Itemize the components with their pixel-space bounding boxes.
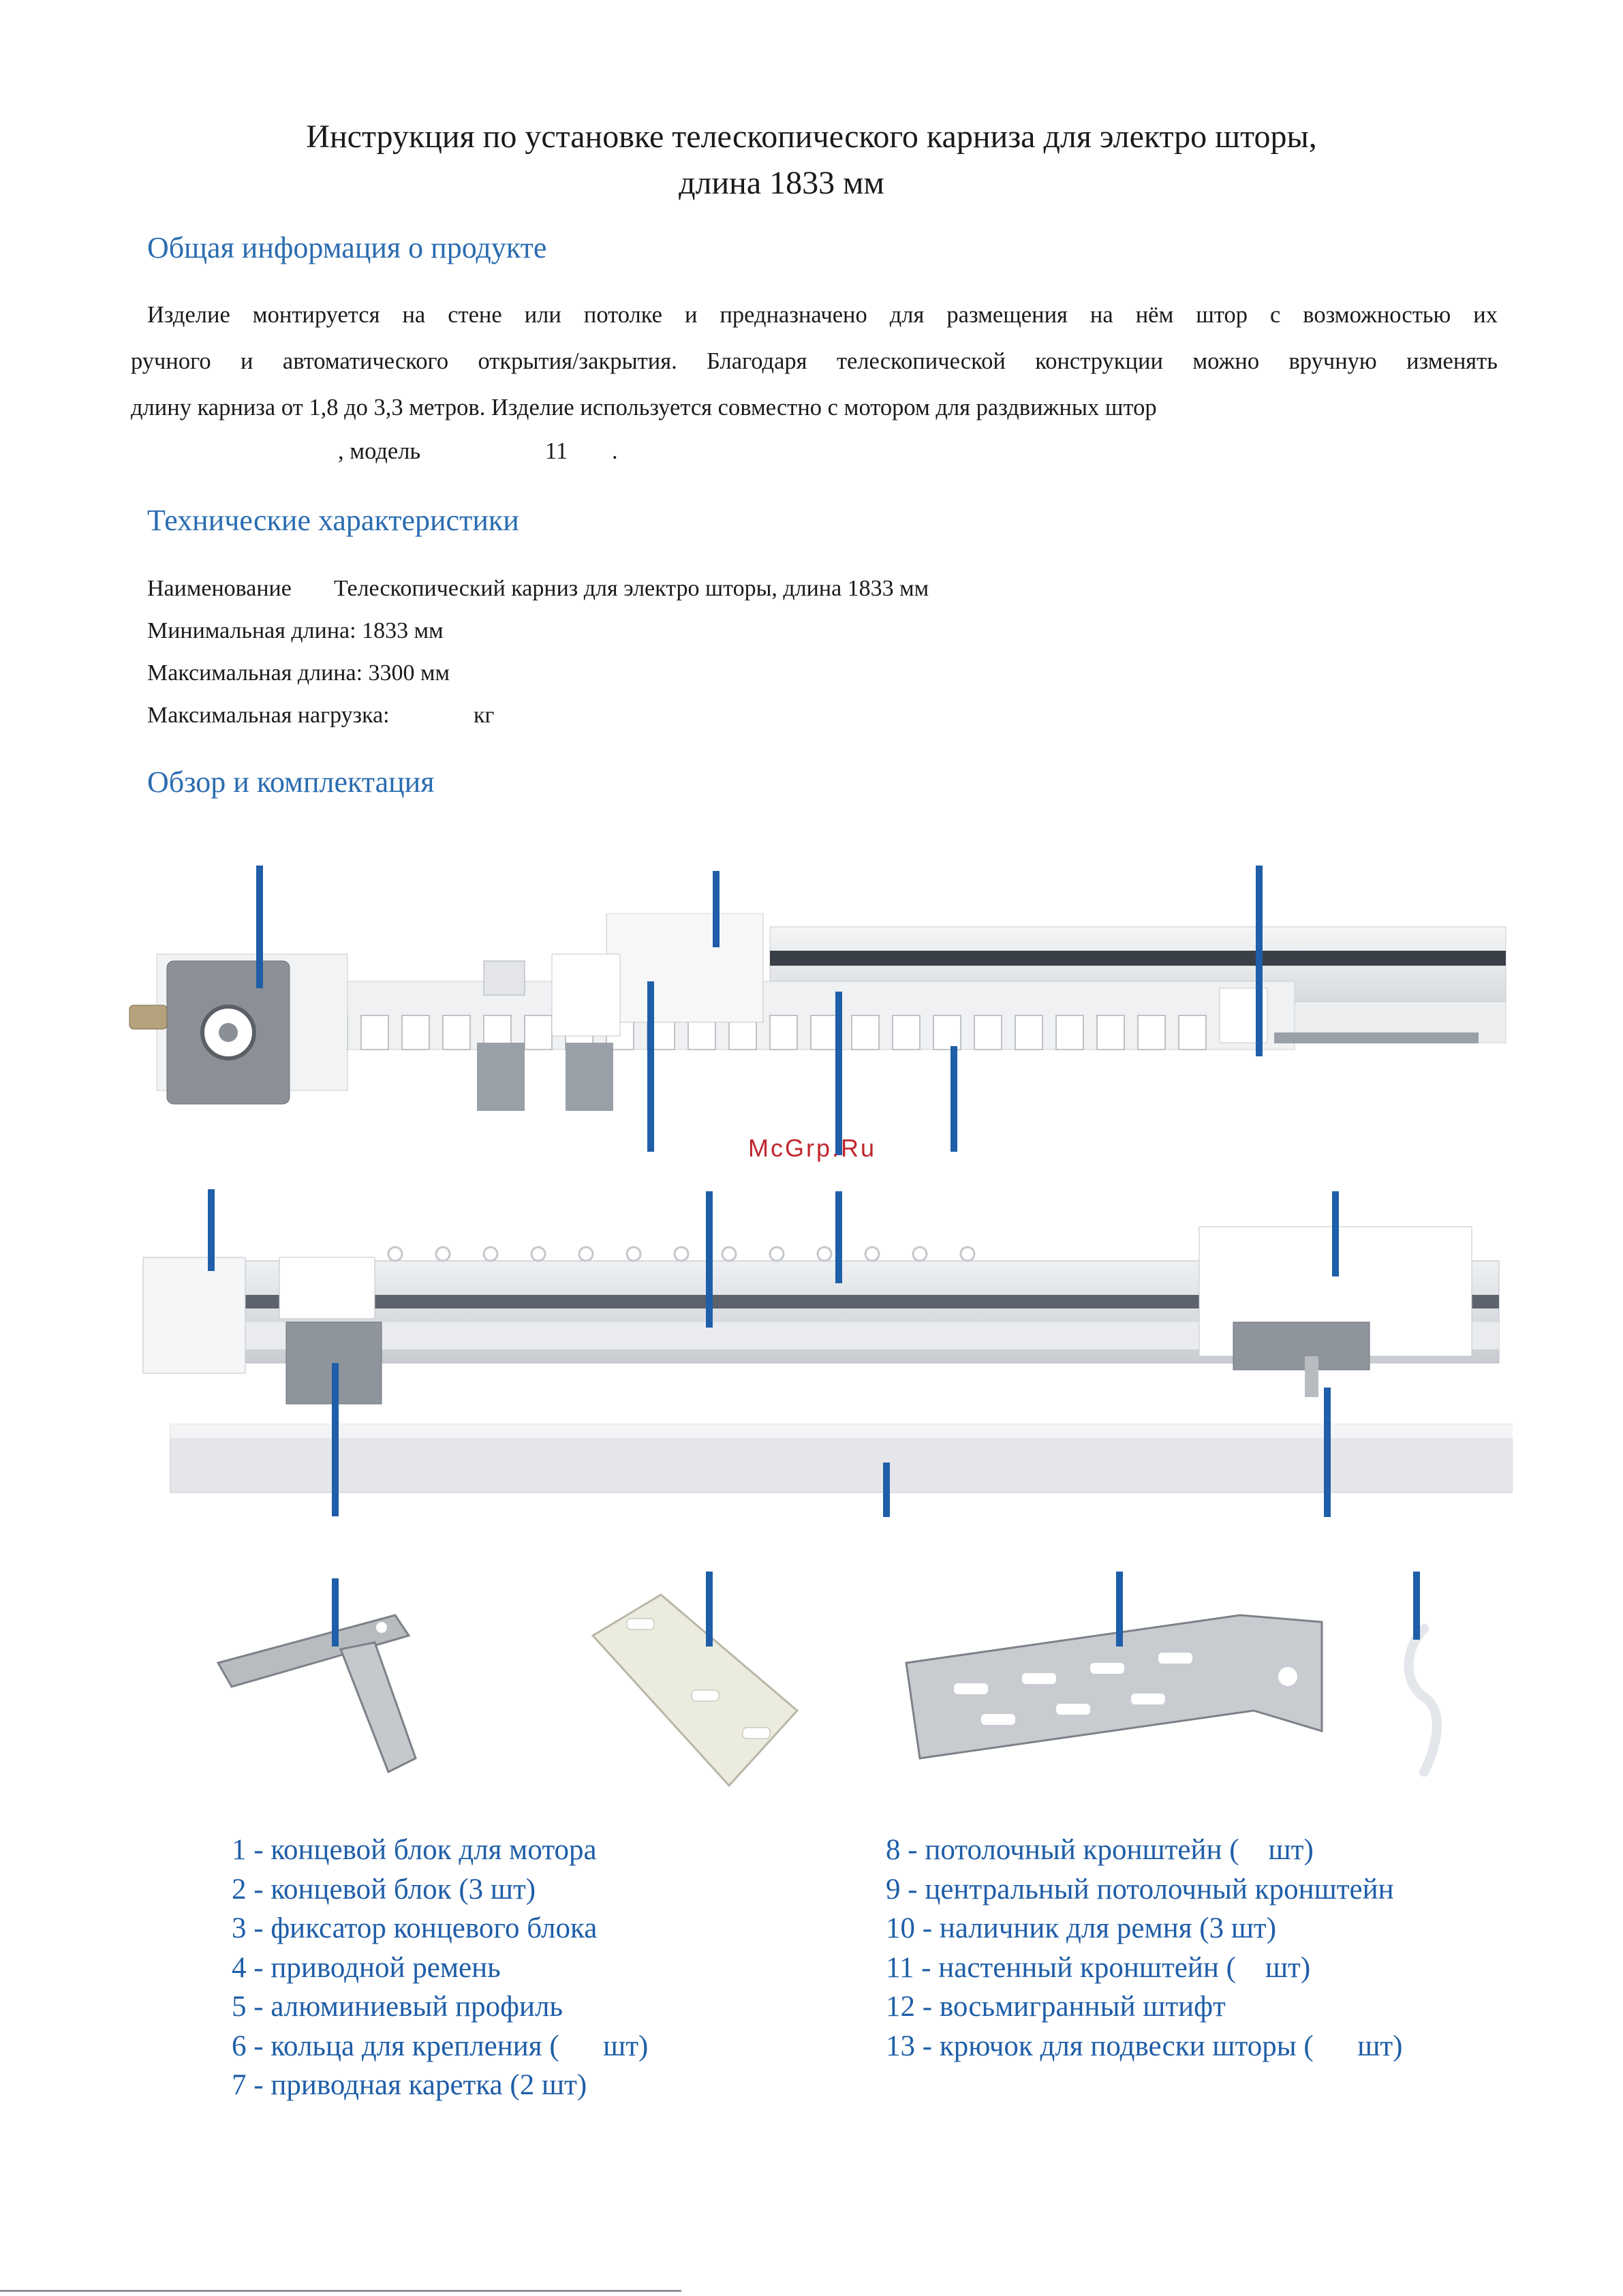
list-item: 7 - приводная каретка (2 шт)	[232, 2069, 587, 2101]
list-item: 3 - фиксатор концевого блока	[232, 1912, 598, 1944]
curtain-hook-image	[1404, 1624, 1442, 1777]
watermark: McGrp.Ru	[748, 1134, 877, 1162]
callout-line-7	[208, 1189, 215, 1271]
model-label: , модель	[338, 438, 421, 464]
callout-line-6	[950, 1046, 957, 1152]
model-end: .	[612, 438, 618, 464]
callout-line-15	[706, 1572, 713, 1647]
model-number: 11	[545, 438, 568, 464]
callout-line-16	[1116, 1572, 1123, 1647]
list-item: 11 - настенный кронштейн ( шт)	[886, 1951, 1311, 1984]
list-item: 12 - восьмигранный штифт	[886, 1991, 1226, 2023]
callout-line-3	[1256, 866, 1263, 1056]
callout-line-5	[835, 992, 842, 1155]
list-item: 1 - концевой блок для мотора	[232, 1834, 597, 1866]
parts-list-right: 8 - потолочный кронштейн ( шт) 9 - центр…	[886, 1833, 1402, 2068]
spec-max-length: Максимальная длина: 3300 мм	[147, 660, 450, 686]
center-ceiling-bracket-image	[905, 1614, 1323, 1760]
document-title-line2: длина 1833 мм	[679, 165, 884, 201]
callout-line-4	[647, 981, 654, 1152]
list-item: 4 - приводной ремень	[232, 1951, 501, 1984]
document-title-line1: Инструкция по установке телескопического…	[306, 119, 1317, 155]
spec-name-value: Телескопический карниз для электро шторы…	[334, 576, 929, 601]
callout-line-10	[1332, 1191, 1339, 1276]
callout-line-17	[1413, 1572, 1420, 1640]
callout-line-12	[883, 1463, 890, 1517]
footer-rule	[0, 2290, 681, 2292]
section-heading-specs: Технические характеристики	[147, 504, 519, 537]
list-item: 10 - наличник для ремня (3 шт)	[886, 1912, 1277, 1944]
list-item: 6 - кольца для крепления ( шт)	[232, 2030, 649, 2062]
callout-line-9	[835, 1191, 842, 1283]
section-heading-overview: Обзор и комплектация	[147, 765, 435, 799]
rail-assembly-illustration-bottom	[142, 1226, 1513, 1493]
section-heading-general: Общая информация о продукте	[147, 231, 547, 264]
spec-min-length: Минимальная длина: 1833 мм	[147, 618, 444, 643]
general-paragraph: Изделие монтируется на стене или потолке…	[131, 292, 1498, 431]
callout-line-13	[1324, 1388, 1331, 1517]
ceiling-bracket-image	[591, 1593, 799, 1788]
list-item: 8 - потолочный кронштейн ( шт)	[886, 1834, 1314, 1866]
general-para-line2: ручного и автоматического открытия/закры…	[131, 348, 1498, 374]
callout-line-14	[332, 1578, 339, 1647]
spec-max-load-unit: кг	[474, 703, 495, 728]
wall-bracket-image	[216, 1614, 417, 1774]
callout-line-8	[706, 1191, 713, 1328]
callout-line-1	[256, 866, 263, 988]
spec-max-load-label: Максимальная нагрузка:	[147, 703, 390, 728]
list-item: 2 - концевой блок (3 шт)	[232, 1873, 536, 1905]
general-para-line3: длину карниза от 1,8 до 3,3 метров. Изде…	[131, 395, 1157, 420]
spec-name-label: Наименование	[147, 576, 292, 601]
callout-line-11	[332, 1363, 339, 1516]
list-item: 13 - крючок для подвески шторы ( шт)	[886, 2030, 1403, 2062]
callout-line-2	[713, 871, 720, 947]
list-item: 9 - центральный потолочный кронштейн	[886, 1873, 1394, 1905]
parts-list-left: 1 - концевой блок для мотора 2 - концево…	[232, 1833, 648, 2108]
general-para-line1: Изделие монтируется на стене или потолке…	[147, 302, 1498, 328]
rail-assembly-illustration-top	[129, 913, 1506, 1111]
list-item: 5 - алюминиевый профиль	[232, 1991, 563, 2023]
